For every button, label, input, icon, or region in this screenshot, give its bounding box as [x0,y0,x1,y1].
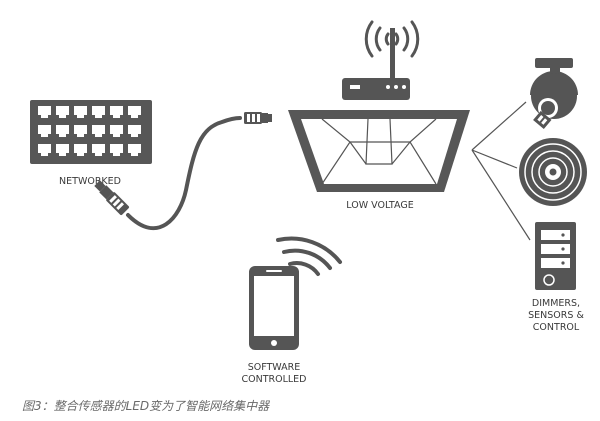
switch-ports [38,106,141,156]
switch-port [56,106,69,118]
switch-port [38,106,51,118]
switch-port [110,125,123,137]
switch-port [56,144,69,156]
switch-port [128,144,141,156]
switch-port [74,125,87,137]
switch-port [92,144,105,156]
smartphone-icon [249,266,299,350]
connector-lines [471,101,531,241]
switch-port [74,106,87,118]
switch-port [38,144,51,156]
low-voltage-label: LOW VOLTAGE [346,200,413,211]
wifi-router-icon [342,20,420,100]
software-label-line1: SOFTWARE [248,362,301,373]
dimmers-label-line1: DIMMERS, [532,298,580,309]
networked-label: NETWORKED [59,176,121,187]
switch-port [38,125,51,137]
switch-port [74,144,87,156]
figure-caption: 图3：整合传感器的LED变为了智能网络集中器 [22,399,270,413]
switch-port [128,125,141,137]
switch-port [110,106,123,118]
security-camera-icon [530,58,578,130]
network-switch-icon [30,100,152,164]
switch-port [110,144,123,156]
switch-port [128,106,141,118]
switch-port [92,125,105,137]
dimmers-label-line3: CONTROL [533,322,580,333]
switch-port [56,125,69,137]
dimmer-panel-icon [535,222,576,290]
software-label-line2: CONTROLLED [241,374,306,385]
sensor-disc-icon [519,138,587,206]
dimmers-label-line2: SENSORS & [528,310,584,321]
led-fixture-icon [288,110,470,192]
switch-port [92,106,105,118]
wireless-signal-icon [276,236,342,276]
ethernet-cable-icon [94,112,272,230]
